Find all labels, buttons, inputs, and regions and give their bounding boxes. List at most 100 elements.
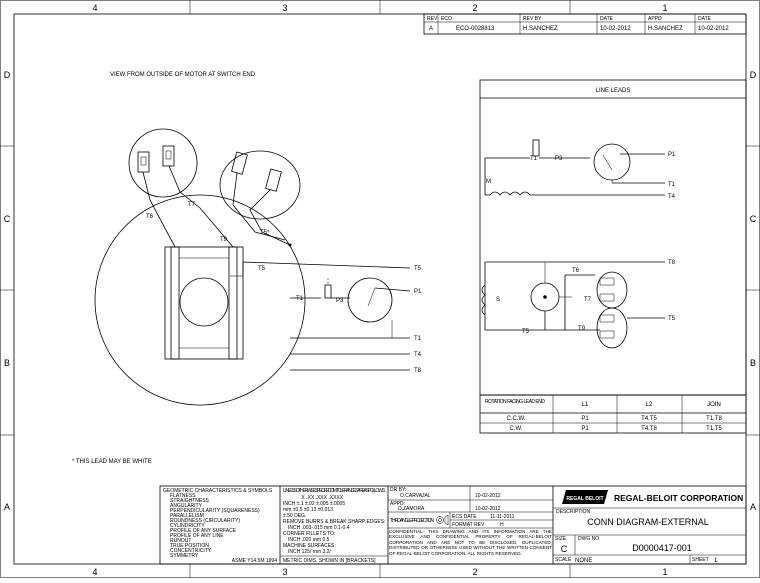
motor-label-t7: T7 <box>188 202 196 208</box>
rev-header-date-2: DATE <box>698 16 712 22</box>
symbol-true-position: TRUE POSITION <box>170 543 209 549</box>
rotation-cw-l1: P1 <box>581 426 589 432</box>
asme-standard: ASME Y14.5M 1994 <box>232 558 277 564</box>
tolerance-line-4: ±.50 DEG. <box>283 513 306 519</box>
revision-block: REV ECO REV BY DATE APPD DATE A ECO-0028… <box>423 13 747 35</box>
symbol-flatness: FLATNESS <box>170 493 196 499</box>
tolerance-title: UNLESS OTHERWISE SPECIFIED DIM. TOLERANC… <box>283 488 386 494</box>
tolerance-line-1: .X .XX .XXX .XXXX <box>300 495 344 501</box>
rev-value-rev-by: H.SANCHEZ <box>523 26 558 32</box>
motor-label-t5: T5 <box>414 266 422 272</box>
rotation-ccw-l2: T4,T5 <box>641 416 657 422</box>
motor-label-t6: T6 <box>146 214 154 220</box>
rev-header-eco: ECO <box>441 16 452 22</box>
tolerance-line-7: CORNER FILLETS TO: <box>283 531 335 537</box>
projection-icon <box>436 514 449 526</box>
line-switch-circle <box>593 143 631 181</box>
motor-label-t4: T4 <box>414 352 422 358</box>
line-label-m: M <box>486 179 491 185</box>
symbol-cylindricity: CYLINDRICITY <box>170 523 205 529</box>
zone-row-c-right: C <box>750 214 757 224</box>
terminal-board-right <box>219 150 301 220</box>
motor-housing-circle <box>94 194 306 406</box>
motor-label-t9: T9 <box>220 237 228 243</box>
sheet: 1 <box>714 558 718 564</box>
appd: D.ZAMORA <box>398 506 425 512</box>
tolerance-line-9: MACHINE SURFACES: <box>283 543 336 549</box>
company-name: REGAL-BELOIT CORPORATION <box>614 493 743 503</box>
zone-col-3-bottom: 3 <box>282 567 287 577</box>
projection-label: THIRD ANGLE PROJECTION <box>390 518 434 524</box>
motor-label-t8: T8 <box>414 368 422 374</box>
scale-label: SCALE <box>555 557 572 563</box>
rev-header-rev: REV <box>427 16 438 22</box>
line-label-t7: T7 <box>584 297 592 303</box>
rotation-header-join: JOIN <box>707 402 721 408</box>
rotation-header-l2: L2 <box>646 402 653 408</box>
rev-header-appd: APPD <box>648 16 662 22</box>
sheet-label: SHEET <box>692 557 709 563</box>
rev-value-date: 10-02-2012 <box>600 26 631 32</box>
symbol-symmetry: SYMMETRY <box>170 553 199 559</box>
rotation-ccw-l1: P1 <box>581 416 589 422</box>
line-label-p3: P3 <box>555 156 563 162</box>
main-winding-coil <box>489 191 531 196</box>
dr-by: O.CARVAJAL <box>400 493 431 499</box>
rev-value-rev: A <box>429 26 433 32</box>
dr-date: 10-02-2012 <box>475 493 501 499</box>
lead-connector <box>324 284 332 299</box>
view-label: VIEW FROM OUTSIDE OF MOTOR AT SWITCH END <box>110 72 256 78</box>
description: CONN DIAGRAM-EXTERNAL <box>587 517 709 527</box>
line-leads-title: LINE LEADS <box>596 88 631 94</box>
motor-label-p3: P3 <box>336 298 344 304</box>
motor-label-t1: T1 <box>414 336 422 342</box>
motor-label-p1: P1 <box>414 289 422 295</box>
ecs-date-label: ECS DATE <box>452 514 477 520</box>
symbol-parallelism: PARALLELISM <box>170 513 204 519</box>
line-label-t8: T8 <box>668 260 676 266</box>
zone-labels: 4 3 2 1 4 3 2 1 D C B A D C B A <box>4 3 757 577</box>
tolerance-line-3: mm ±0.5 ±0.13 ±0.013 <box>283 507 333 513</box>
company-logo: REGAL BELOIT <box>562 490 608 504</box>
line-label-s: S <box>496 297 500 303</box>
start-winding-coil <box>481 284 486 316</box>
zone-row-b-right: B <box>750 358 756 368</box>
symbol-roundness: ROUNDNESS (CIRCULARITY) <box>170 518 240 524</box>
rotation-ccw-join: T1,T8 <box>706 416 722 422</box>
inner-border <box>13 13 747 565</box>
zone-row-b-left: B <box>4 358 10 368</box>
terminal-cluster-upper <box>596 271 628 309</box>
description-label: DESCRIPTION <box>556 509 591 515</box>
symbol-runout: RUNOUT <box>170 538 191 544</box>
dwg-no-label: DWG NO <box>578 536 599 542</box>
tolerance-line-8: INCH .020 mm 0.5 <box>288 537 330 543</box>
title-block: GEOMETRIC CHARACTERISTICS & SYMBOLS FLAT… <box>159 485 747 565</box>
shaft-circle <box>179 277 229 327</box>
zone-col-1-bottom: 1 <box>662 567 667 577</box>
rotation-ccw: C.C.W. <box>507 416 526 422</box>
tolerance-line-10: INCH 125/ mm 3.2/ <box>288 549 331 555</box>
line-leads-panel: LINE LEADS T1 P3 M P1 <box>479 79 747 434</box>
rotation-cw-join: T1,T5 <box>706 426 722 432</box>
zone-row-d-left: D <box>4 70 11 80</box>
symbol-profile-line: PROFILE OF ANY LINE <box>170 533 224 539</box>
rotation-header-l1: L1 <box>582 402 589 408</box>
line-label-t5: T5 <box>668 316 676 322</box>
zone-row-a-right: A <box>750 502 756 512</box>
rev-value-date-2: 10-02-2012 <box>698 26 729 32</box>
zone-col-3-top: 3 <box>282 3 287 13</box>
scale: NONE <box>575 558 592 564</box>
confidential-notice: CONFIDENTIAL: THIS DRAWING AND ITS INFOR… <box>389 529 552 556</box>
symbol-perpendicularity: PERPENDICULARITY (SQUARENESS) <box>170 508 260 514</box>
motor-view: T6 T7 T9 T5* T5 T1 P3 P1 T5 T1 T4 T8 <box>94 128 422 406</box>
dr-by-label: DR BY: <box>390 487 406 493</box>
rotation-cw: C.W. <box>510 426 523 432</box>
ecs-date: 11-11-2011 <box>490 514 515 520</box>
tolerance-line-2: INCH ±.1 ±.02 ±.005 ±.0005 <box>283 501 345 507</box>
symbol-straightness: STRAIGHTNESS <box>170 498 210 504</box>
line-label-t1: T1 <box>668 182 676 188</box>
rotation-cw-l2: T4,T8 <box>641 426 657 432</box>
symbols-title: GEOMETRIC CHARACTERISTICS & SYMBOLS <box>163 488 273 494</box>
